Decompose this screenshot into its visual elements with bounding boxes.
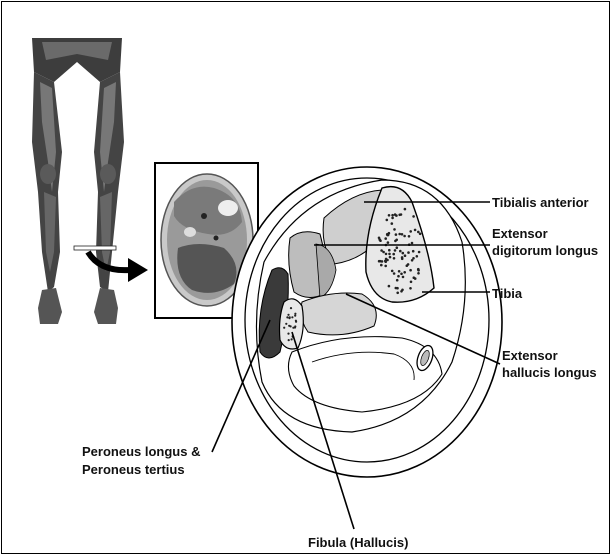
label-extensor-hallucis-line2: hallucis longus [502,365,597,380]
label-tibia: Tibia [492,286,523,301]
fibula-shape [280,299,304,349]
label-peroneus-line1: Peroneus longus & [82,444,200,459]
cross-section-drawing [232,167,502,477]
label-peroneus-line2: Peroneus tertius [82,462,185,477]
legs-illustration [32,38,124,324]
extensor-hallucis-shape [301,293,376,335]
label-extensor-digitorum-line2: digitorum longus [492,243,598,258]
label-fibula: Fibula (Hallucis) [308,535,408,550]
label-extensor-hallucis-line1: Extensor [502,348,558,363]
label-tibialis-anterior: Tibialis anterior [492,195,589,210]
label-extensor-digitorum-line1: Extensor [492,226,548,241]
